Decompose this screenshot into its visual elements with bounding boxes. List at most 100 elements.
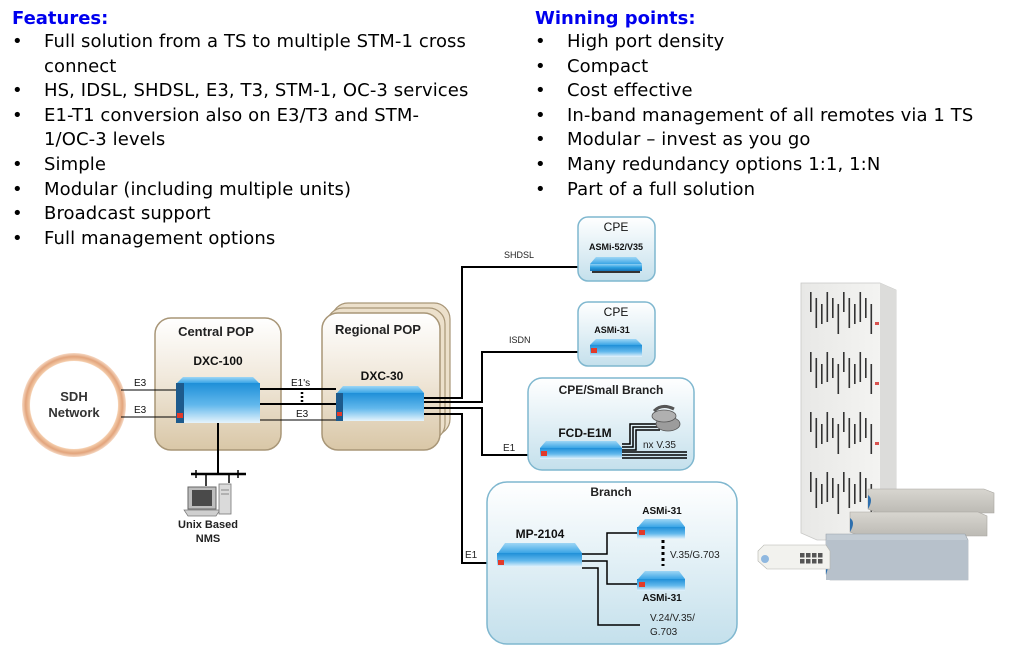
link-label-e3: E3 bbox=[134, 378, 147, 389]
winning-point-item: Modular – invest as you go bbox=[535, 128, 1015, 153]
feature-item: Simple bbox=[12, 153, 512, 178]
asmi-31-bottom-label: ASMi-31 bbox=[642, 593, 682, 604]
link-label-e1: E1 bbox=[465, 550, 478, 561]
switch-port bbox=[800, 553, 805, 558]
cpe-isdn: CPE ASMi-31 bbox=[577, 301, 656, 367]
feature-item: E1-T1 conversion also on E3/T3 and STM-1… bbox=[12, 104, 432, 153]
winning-points-list: High port density Compact Cost effective… bbox=[535, 30, 1015, 202]
branch-output-label-line2: G.703 bbox=[650, 627, 678, 638]
rack-card-slot bbox=[821, 424, 823, 444]
switch-port bbox=[812, 553, 817, 558]
rack-card-slot bbox=[815, 478, 818, 508]
mp-2104-device bbox=[497, 543, 582, 567]
rack-card-slot bbox=[832, 358, 834, 378]
rack-card-slot bbox=[843, 292, 845, 312]
asmi-52-label: ASMi-52/V35 bbox=[589, 242, 643, 252]
product-photo bbox=[757, 282, 995, 581]
switch-port bbox=[818, 553, 823, 558]
link-label-e3: E3 bbox=[134, 405, 147, 416]
small-branch: CPE/Small Branch FCD-E1M nx V.35 bbox=[527, 377, 695, 471]
rack-card-slot bbox=[815, 418, 818, 448]
fcd-e1m-label: FCD-E1M bbox=[558, 426, 611, 440]
feature-item: HS, IDSL, SHDSL, E3, T3, STM-1, OC-3 ser… bbox=[12, 79, 512, 104]
computer-icon bbox=[183, 483, 232, 517]
asmi-31-bottom-device bbox=[637, 571, 685, 591]
rack-card-slot bbox=[865, 298, 867, 318]
status-led-icon bbox=[591, 348, 597, 353]
chassis-box-large bbox=[825, 533, 969, 581]
link-label-e1s: E1's bbox=[291, 378, 310, 389]
rack-card-slot bbox=[826, 412, 829, 442]
rack-card-slot bbox=[870, 304, 873, 334]
asmi-31-label: ASMi-31 bbox=[594, 325, 630, 335]
rack-card-slot bbox=[832, 418, 834, 438]
winning-points-section: Winning points: High port density Compac… bbox=[535, 8, 1015, 202]
rack-card-slot bbox=[832, 298, 834, 318]
rack-card-slot bbox=[865, 418, 867, 438]
rack-card-slot bbox=[837, 304, 840, 334]
nms-label-line2: NMS bbox=[196, 533, 220, 545]
status-led-icon bbox=[639, 582, 645, 587]
switch-port bbox=[812, 559, 817, 564]
status-led-icon bbox=[498, 560, 504, 565]
feature-item: Full management options bbox=[12, 227, 512, 252]
branch: Branch MP-2104 ASMi-31 V.35/G.703 ASMi-3… bbox=[486, 481, 738, 645]
sdh-network-label-line1: SDH bbox=[60, 389, 87, 404]
central-pop-title: Central POP bbox=[178, 324, 254, 339]
sdh-network: SDH Network bbox=[22, 353, 126, 457]
rack-card-slot bbox=[870, 364, 873, 394]
features-list: Full solution from a TS to multiple STM-… bbox=[12, 30, 512, 251]
rack-card-slot bbox=[837, 424, 840, 454]
winning-point-item: Compact bbox=[535, 55, 1015, 80]
sdh-links: E3 E3 bbox=[121, 378, 176, 418]
asmi-52-device bbox=[590, 257, 642, 273]
rack-card-slot bbox=[815, 358, 818, 388]
rack-card-slot bbox=[826, 472, 829, 502]
rack-card-slot bbox=[843, 352, 845, 372]
branch-title: Branch bbox=[590, 485, 631, 499]
rack-card-slot bbox=[810, 472, 812, 492]
rack-card-slot bbox=[821, 364, 823, 384]
winning-point-item: Many redundancy options 1:1, 1:N bbox=[535, 153, 1015, 178]
small-branch-title: CPE/Small Branch bbox=[559, 383, 664, 397]
asmi-31-top-device bbox=[637, 519, 685, 539]
rack-card-slot bbox=[865, 478, 867, 498]
rack-card-slot bbox=[854, 364, 856, 384]
branch-output-label-line1: V.24/V.35/ bbox=[650, 613, 695, 624]
cpe-title: CPE bbox=[604, 220, 629, 234]
nx-v35-label: nx V.35 bbox=[643, 440, 676, 451]
rack-card-slot bbox=[821, 484, 823, 504]
rack-card-slot bbox=[810, 412, 812, 432]
pop-links: E1's E3 bbox=[260, 378, 336, 421]
mp-2104-label: MP-2104 bbox=[516, 527, 565, 541]
rack-card-slot bbox=[854, 304, 856, 324]
rack-card-slot bbox=[854, 424, 856, 444]
rack-card-slot bbox=[832, 478, 834, 498]
nms-label-line1: Unix Based bbox=[178, 519, 238, 531]
rack-card-slot bbox=[854, 484, 856, 504]
rack-card-slot bbox=[859, 412, 862, 442]
rack-status-led bbox=[875, 322, 879, 325]
switch-port bbox=[818, 559, 823, 564]
regional-pop-title: Regional POP bbox=[335, 322, 421, 337]
winning-point-item: High port density bbox=[535, 30, 1015, 55]
rack-status-led bbox=[875, 442, 879, 445]
rack-card-slot bbox=[859, 472, 862, 502]
modem-link-label: V.35/G.703 bbox=[670, 550, 720, 561]
asmi-31-top-label: ASMi-31 bbox=[642, 506, 682, 517]
rack-chassis-image bbox=[800, 282, 897, 541]
rack-card-slot bbox=[826, 352, 829, 382]
rack-card-slot bbox=[859, 352, 862, 382]
status-led-icon bbox=[177, 413, 183, 418]
rack-status-led bbox=[875, 382, 879, 385]
rack-card-slot bbox=[843, 412, 845, 432]
dxc-100-device bbox=[176, 377, 260, 423]
fcd-e1m-device bbox=[540, 441, 622, 459]
cpe-shdsl: CPE ASMi-52/V35 bbox=[577, 216, 656, 282]
rack-card-slot bbox=[810, 292, 812, 312]
rack-card-slot bbox=[837, 484, 840, 514]
link-label-shdsl: SHDSL bbox=[504, 250, 534, 260]
dxc-100-label: DXC-100 bbox=[193, 354, 243, 368]
regional-links: SHDSL ISDN E1 E1 bbox=[424, 250, 592, 564]
nms: Unix Based NMS bbox=[178, 423, 246, 545]
